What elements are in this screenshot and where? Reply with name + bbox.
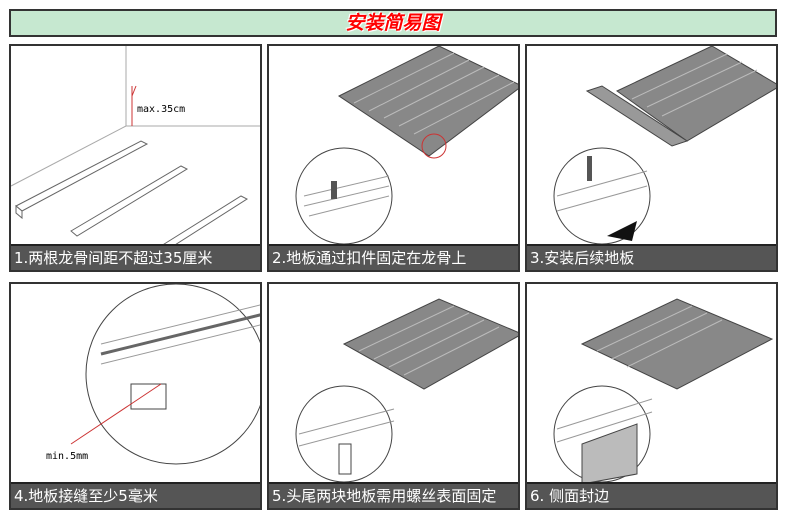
step-5-panel: 5.头尾两块地板需用螺丝表面固定 — [267, 282, 520, 510]
step-6-caption: 6. 侧面封边 — [527, 482, 776, 508]
spacing-label: max.35cm — [137, 104, 185, 115]
joist-spacing-illustration: max.35cm — [11, 46, 260, 250]
step-1-panel: max.35cm 1.两根龙骨间距不超过35厘米 — [9, 44, 262, 272]
step-4-panel: min.5mm 4.地板接缝至少5毫米 — [9, 282, 262, 510]
step-2-caption: 2.地板通过扣件固定在龙骨上 — [269, 244, 518, 270]
step-3-caption: 3.安装后续地板 — [527, 244, 776, 270]
step-1-caption: 1.两根龙骨间距不超过35厘米 — [11, 244, 260, 270]
step-6-panel: 6. 侧面封边 — [525, 282, 778, 510]
gap-label: min.5mm — [46, 451, 88, 462]
step-3-panel: 3.安装后续地板 — [525, 44, 778, 272]
step-4-caption: 4.地板接缝至少5毫米 — [11, 482, 260, 508]
clip-fixing-illustration — [295, 46, 518, 245]
screw-fixing-illustration — [295, 298, 518, 483]
step-5-caption: 5.头尾两块地板需用螺丝表面固定 — [269, 482, 518, 508]
side-edging-illustration — [553, 298, 774, 485]
continue-flooring-illustration — [553, 46, 776, 245]
joint-gap-illustration: min.5mm — [46, 284, 260, 465]
page-title: 安装简易图 — [345, 12, 441, 34]
title-banner: 安装简易图 — [9, 9, 777, 37]
step-2-panel: 2.地板通过扣件固定在龙骨上 — [267, 44, 520, 272]
